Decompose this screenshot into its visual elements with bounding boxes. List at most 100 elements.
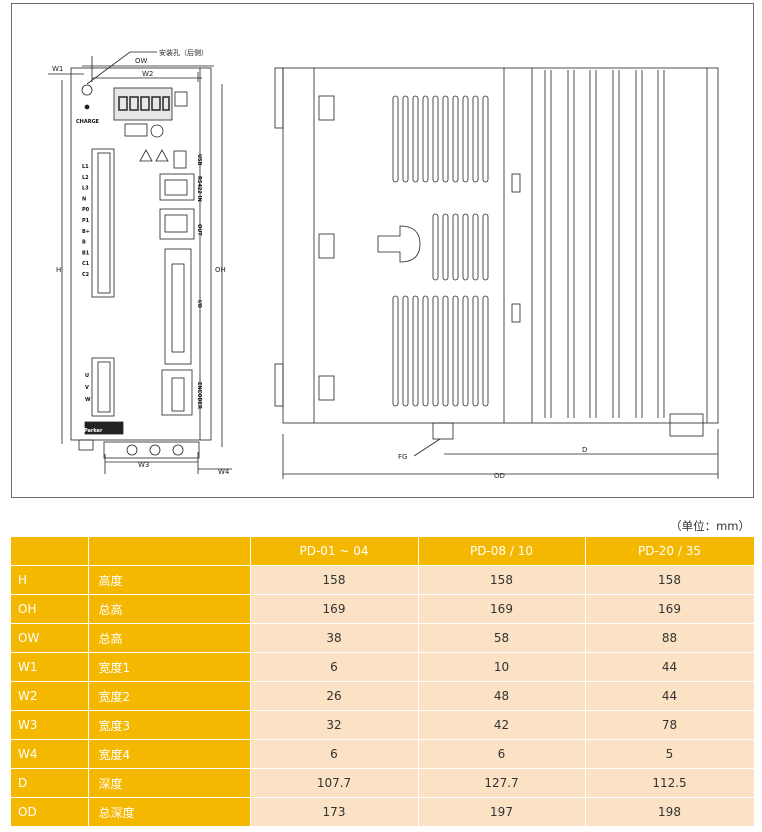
dimension-code: W1 [11,652,89,682]
ow-label: OW [135,57,148,65]
front-view-body [70,67,212,441]
dimension-value: 198 [585,797,755,827]
mount-hole-label: 安装孔（后侧） [159,48,208,57]
brand-label: Parker [84,428,103,434]
encoder-label: ENCODER [196,382,202,409]
usb-label: USB [196,154,202,166]
fg-label: FG [398,453,407,461]
unit-note: （单位：mm） [670,519,750,533]
dimension-value: 58 [418,623,586,653]
drawing-frame: 安装孔（后侧） W1 OW W2 H OH W3 W4 FG D OD CHAR… [11,3,754,498]
bottom-plate [103,441,200,459]
d-label: D [582,446,587,454]
terminal-label: B1 [82,250,90,256]
dimension-value: 6 [250,652,419,682]
dimension-value: 169 [250,594,419,624]
dimension-value: 10 [418,652,586,682]
usb-port [173,150,187,169]
dimension-value: 78 [585,710,755,740]
dimension-value: 169 [418,594,586,624]
dimension-drawing: 安装孔（后侧） W1 OW W2 H OH W3 W4 FG D OD CHAR… [48,48,719,480]
dimension-name: 总深度 [88,797,251,827]
dimension-value: 158 [250,565,419,595]
dimension-value: 26 [250,681,419,711]
dimension-code: D [11,768,89,798]
terminal-label: V [85,385,89,391]
charge-led-icon [81,84,93,96]
header-code [11,537,89,566]
dimension-name: 宽度1 [88,652,251,682]
dimension-value: 107.7 [250,768,419,798]
side-view-body [282,67,719,424]
keypad [124,123,148,137]
dimension-value: 6 [418,739,586,769]
terminal-label: N [82,196,86,202]
rotary-switch-icon [150,124,164,138]
io-connector [164,248,192,365]
w4-label: W4 [218,468,230,476]
dimension-name: 宽度3 [88,710,251,740]
terminal-label: C2 [82,272,90,278]
header-model-2: PD-08 / 10 [418,537,586,566]
dimension-value: 6 [250,739,419,769]
dimension-name: 宽度2 [88,681,251,711]
dimension-value: 38 [250,623,419,653]
dimension-value: 158 [418,565,586,595]
dimension-value: 197 [418,797,586,827]
header-model-1: PD-01 ~ 04 [250,537,419,566]
charge-label: CHARGE [76,119,100,125]
dimension-value: 48 [418,681,586,711]
out-label: OUT [196,224,202,236]
mount-tab [377,225,421,263]
terminal-label: L2 [82,175,89,181]
dimension-code: W3 [11,710,89,740]
dimension-code: W4 [11,739,89,769]
dimension-value: 158 [585,565,755,595]
dimension-value: 5 [585,739,755,769]
warning-icon [139,149,153,162]
dimension-value: 127.7 [418,768,586,798]
dimension-code: H [11,565,89,595]
dimension-value: 44 [585,652,755,682]
od-label: OD [494,472,505,480]
terminal-label: U [85,373,89,379]
dimension-value: 169 [585,594,755,624]
dimension-name: 总高 [88,594,251,624]
rs422-out-port [159,208,195,240]
dimension-name: 深度 [88,768,251,798]
dimension-name: 高度 [88,565,251,595]
terminal-label: W [85,397,91,403]
heatsink-fins [544,70,665,418]
terminal-label: C1 [82,261,90,267]
motor-terminal-block [91,357,115,417]
header-name [88,537,251,566]
dimension-code: OD [11,797,89,827]
dimension-value: 112.5 [585,768,755,798]
terminal-labels-bottom: UVW [85,373,91,403]
w1-label: W1 [52,65,63,73]
io-label: I/O [196,300,202,308]
brand-plate [84,421,124,435]
vent-slots-middle [432,213,489,281]
main-terminal-block [91,148,115,298]
dimension-value: 88 [585,623,755,653]
dimension-name: 总高 [88,623,251,653]
dimension-name: 宽度4 [88,739,251,769]
dimension-code: W2 [11,681,89,711]
rs422-in-label: RS422 IN [196,176,202,202]
dimension-value: 44 [585,681,755,711]
terminal-label: L3 [82,186,89,192]
terminal-label: P1 [82,218,90,224]
terminal-label: B+ [82,229,90,235]
rs422-in-port [159,173,195,201]
